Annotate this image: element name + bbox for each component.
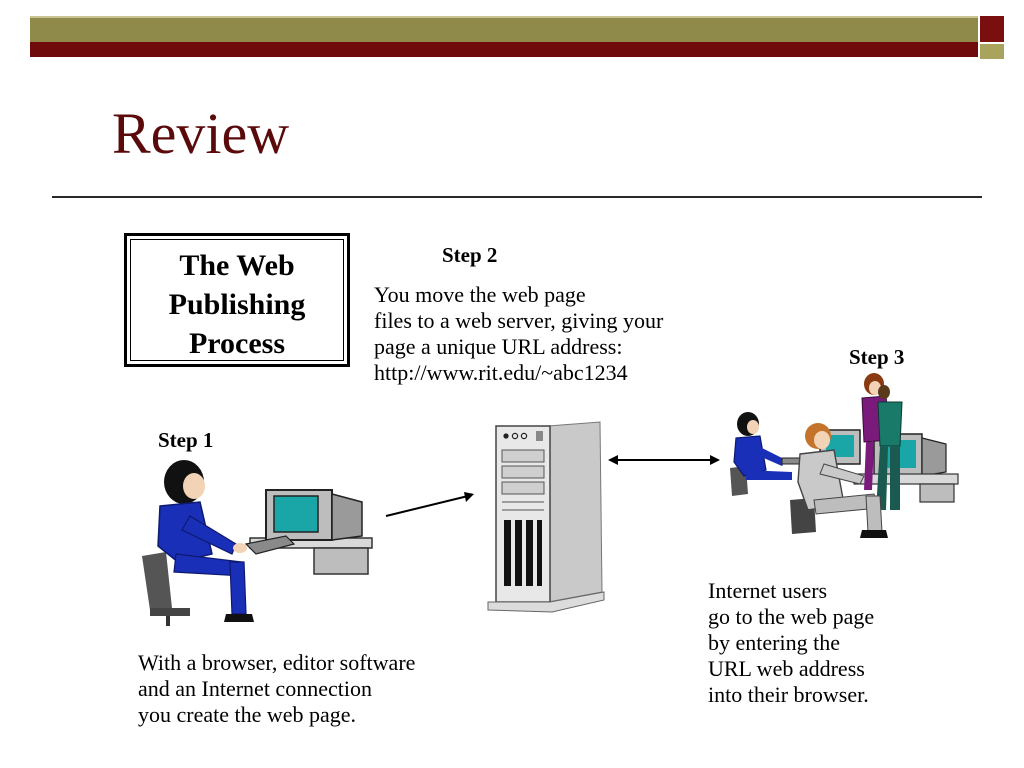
- banner-square-red: [980, 16, 1004, 42]
- step-2-line: page a unique URL address:: [374, 334, 623, 359]
- web-server-icon: [487, 421, 605, 613]
- step-2-line: files to a web server, giving your: [374, 308, 664, 333]
- step-3-line: Internet users: [708, 578, 828, 603]
- step-1-label: Step 1: [158, 428, 214, 452]
- person-at-computer-icon: [142, 460, 373, 626]
- process-title-line: Publishing: [168, 288, 306, 321]
- step-2-line: http://www.rit.edu/~abc1234: [374, 360, 628, 385]
- process-title-box: The Web Publishing Process: [124, 233, 350, 367]
- step-3-line: go to the web page: [708, 604, 875, 629]
- process-title-line: The Web: [179, 249, 295, 282]
- step-3-label: Step 3: [849, 345, 905, 369]
- process-title-box-inner-border: [130, 239, 344, 361]
- step-1-line: and an Internet connection: [138, 676, 372, 701]
- banner-square-olive: [980, 44, 1004, 59]
- step-3-line: into their browser.: [708, 682, 869, 707]
- step-3-line: URL web address: [708, 656, 865, 681]
- step-2-label: Step 2: [442, 243, 498, 267]
- step-1-line: you create the web page.: [138, 702, 357, 727]
- step-1-line: With a browser, editor software: [138, 650, 416, 675]
- internet-users-icon: [730, 373, 959, 538]
- title-divider: [52, 196, 982, 198]
- arrow-icon: [608, 455, 720, 465]
- header-banner: [30, 16, 1004, 59]
- banner-maroon-bar: [30, 42, 978, 57]
- arrow-icon: [385, 492, 474, 517]
- step-2-line: You move the web page: [374, 282, 586, 307]
- step-3-line: by entering the: [708, 630, 840, 655]
- process-title-line: Process: [188, 327, 286, 360]
- process-title-text: The Web Publishing Process: [127, 246, 347, 363]
- slide-title: Review: [112, 101, 290, 166]
- banner-olive-bar: [30, 16, 978, 42]
